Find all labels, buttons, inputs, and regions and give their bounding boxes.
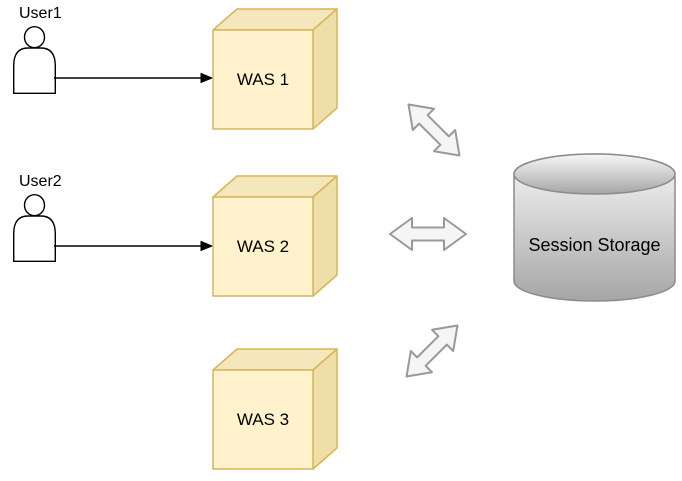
was1-box <box>212 8 338 130</box>
user2-icon <box>13 194 56 262</box>
was2-box <box>212 175 338 297</box>
was3-box <box>212 348 338 470</box>
was2-label: WAS 2 <box>236 236 290 256</box>
was3-label: WAS 3 <box>236 409 290 429</box>
user1-label: User1 <box>19 5 62 22</box>
sync-arrow-top-icon <box>407 103 461 157</box>
user1-icon <box>13 26 56 94</box>
sync-arrow-bottom-icon <box>405 324 459 378</box>
session-storage-label: Session Storage <box>528 234 661 255</box>
connector-user1-was1 <box>54 72 214 84</box>
connector-user2-was2 <box>54 240 214 252</box>
user2-label: User2 <box>19 173 62 190</box>
session-storage-cylinder <box>513 153 676 302</box>
was1-label: WAS 1 <box>236 69 290 89</box>
sync-arrow-middle-icon <box>389 217 467 251</box>
